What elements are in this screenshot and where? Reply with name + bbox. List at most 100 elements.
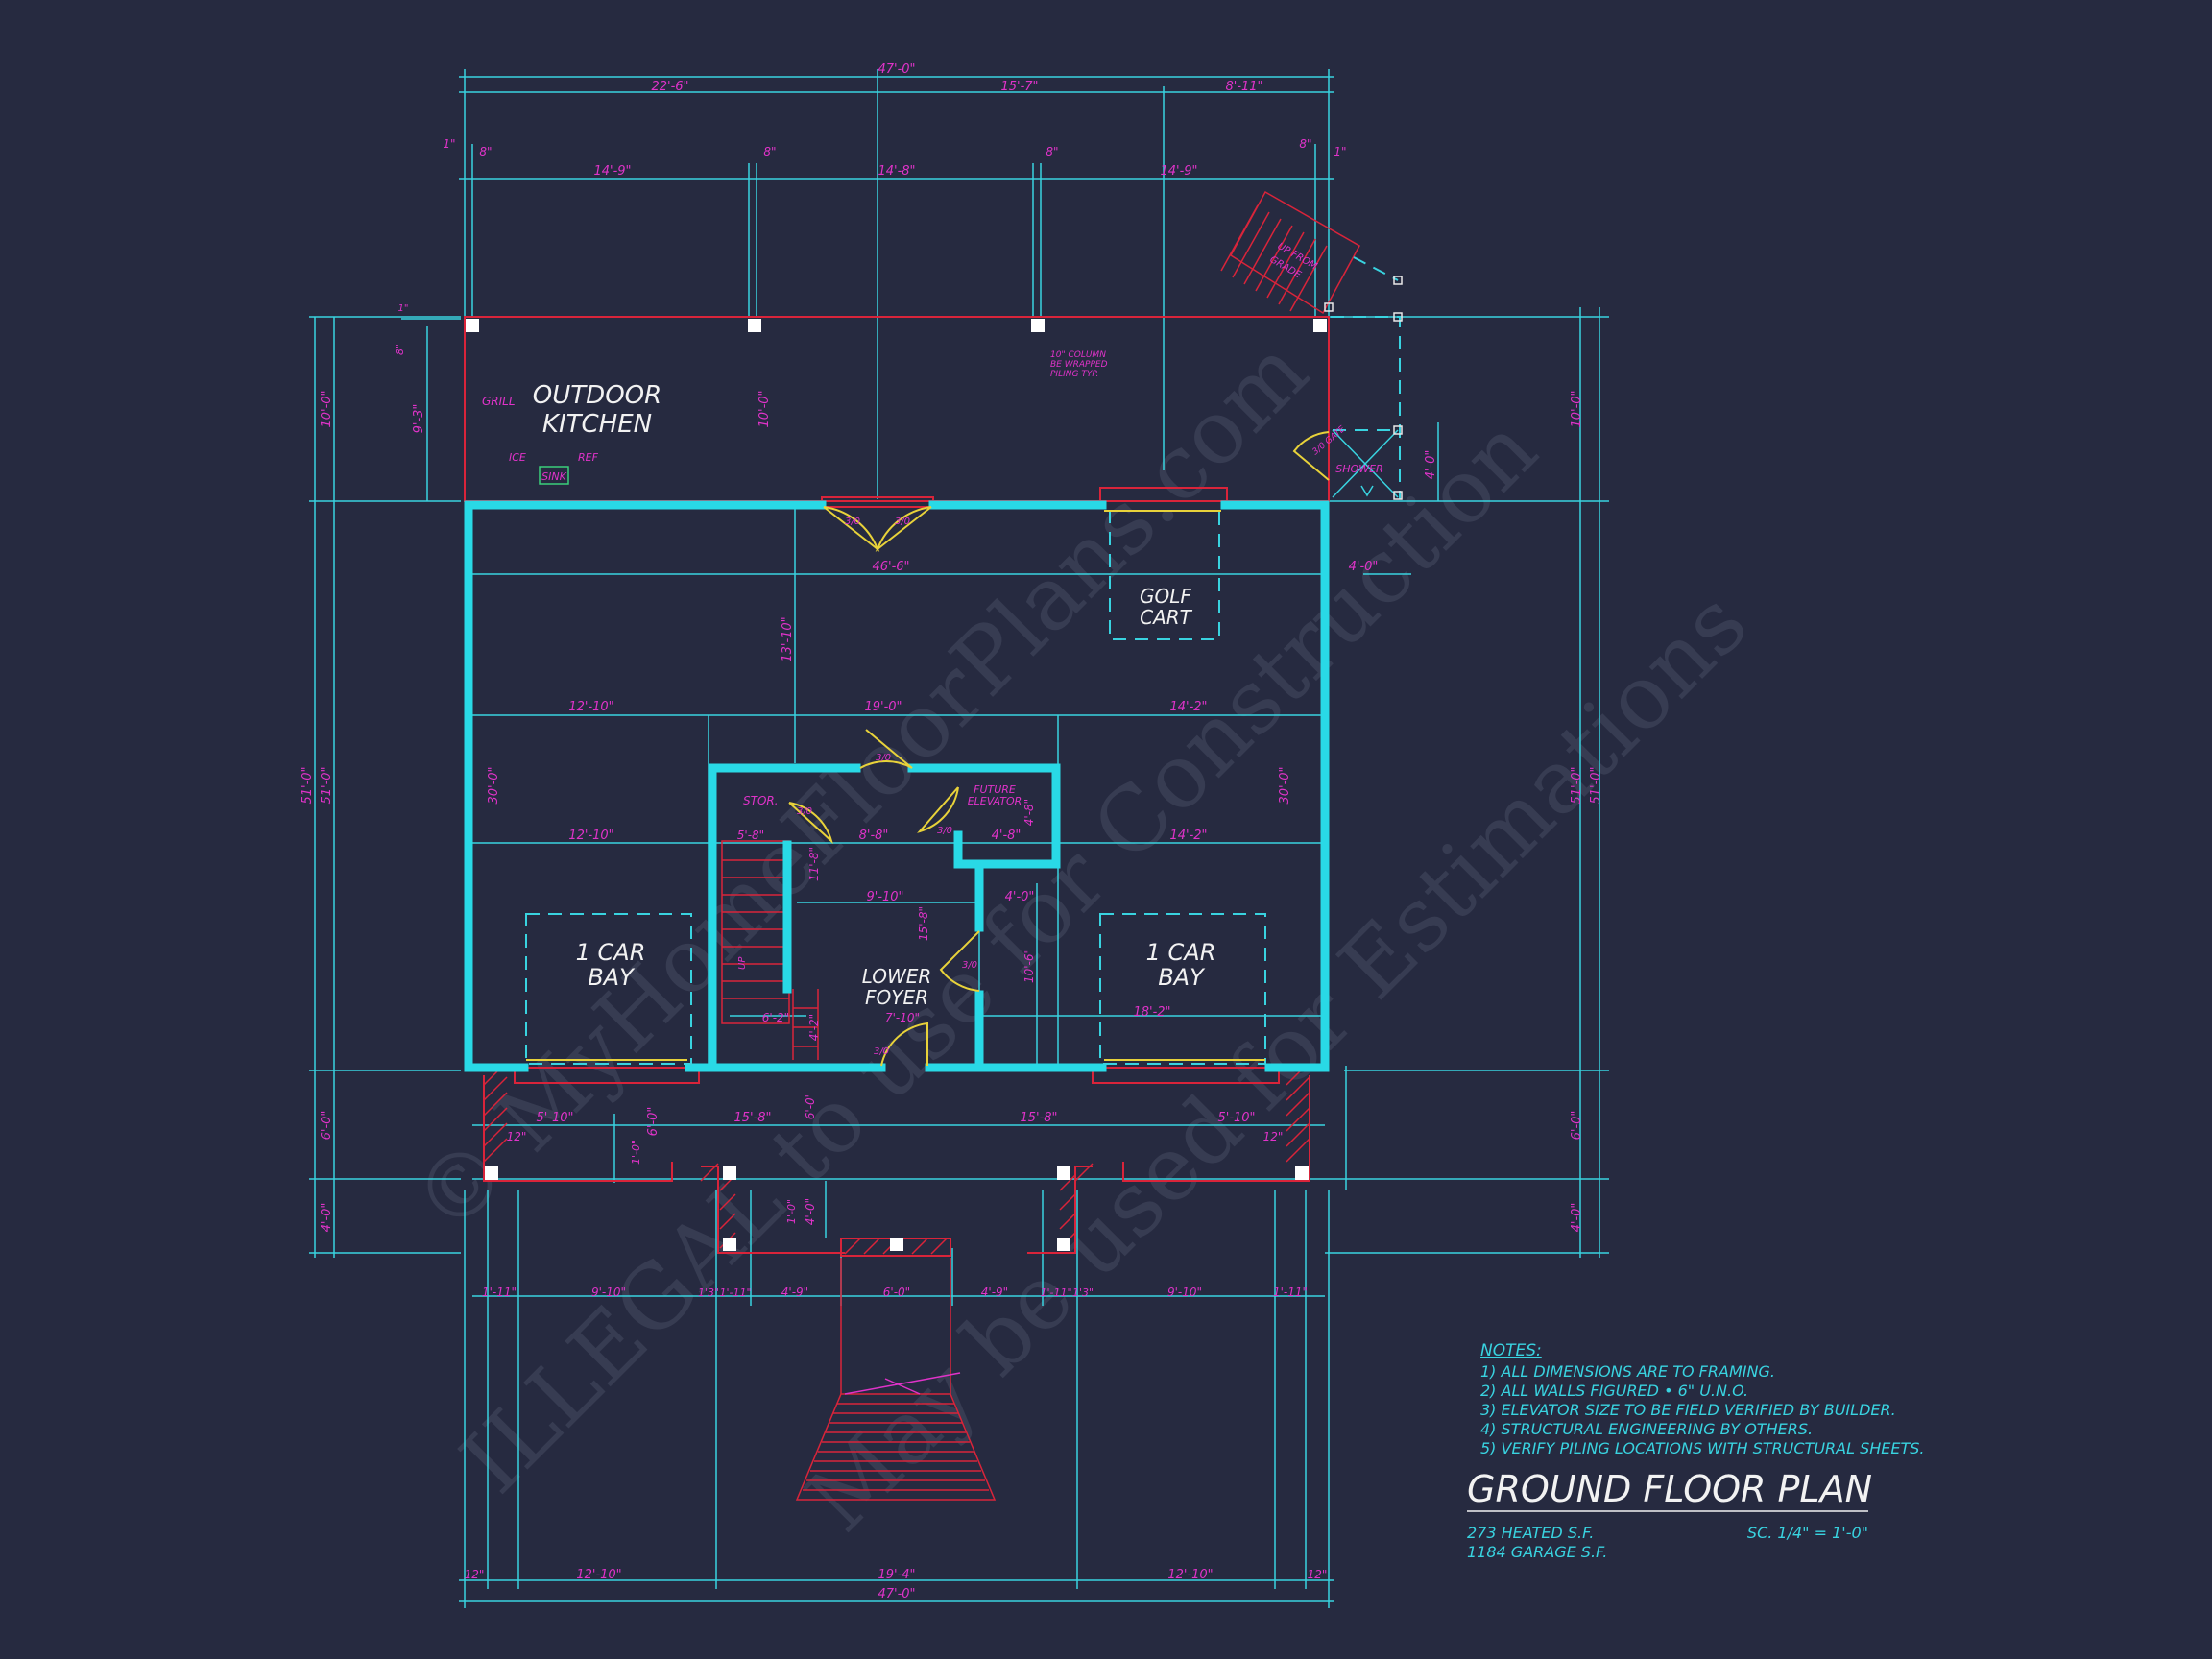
dim-overall-bottom: 47'-0" [878, 1587, 915, 1601]
dim-stair-width: 6'-2" [762, 1011, 789, 1024]
dim-one-inch-left: 1" [443, 137, 455, 151]
car-bay-left-label-1: 1 CAR [576, 939, 646, 966]
dim-shower-depth: 4'-0" [1424, 450, 1438, 480]
plan-scale: SC. 1/4" = 1'-0" [1747, 1524, 1868, 1542]
deck-structure [464, 316, 1330, 1257]
notes-heading: NOTES: [1480, 1341, 1542, 1360]
dim-top-3: 8'-11" [1225, 80, 1262, 94]
dim-kitchen-depth: 9'-3" [412, 404, 426, 434]
dim-bottom-10: 9'-10" [1167, 1286, 1202, 1299]
dim-twelve-right: 12" [1263, 1130, 1284, 1143]
dim-one-inch-right: 1" [1334, 145, 1346, 158]
dim-step-right: 4'-0" [1570, 1203, 1584, 1233]
ice-label: ICE [509, 451, 526, 464]
shower-fixture [1332, 429, 1399, 498]
lower-foyer-label-1: LOWER [862, 965, 932, 988]
dim-bottom-3: 1'3" [698, 1286, 719, 1299]
dim-door-1: 3/0 [876, 753, 891, 763]
dim-base-3: 19'-4" [878, 1568, 915, 1582]
dim-bottom-7: 4'-9" [981, 1286, 1008, 1299]
dim-col-w-2: 8" [763, 145, 776, 158]
dim-outdoor-right: 10'-0" [1570, 390, 1584, 427]
dim-eight-side: 8" [394, 344, 406, 355]
dim-outdoor-left: 10'-0" [320, 390, 334, 427]
dim-row2-4: 14'-2" [1169, 829, 1207, 843]
grade-stair [1220, 190, 1361, 315]
dim-total-left-1: 51'-0" [301, 766, 315, 804]
note-4: 4) STRUCTURAL ENGINEERING BY OTHERS. [1480, 1420, 1813, 1438]
walls [464, 500, 1330, 1072]
dim-row2-2: 8'-8" [859, 829, 889, 843]
dim-row1-3: 14'-2" [1169, 700, 1207, 714]
future-elevator-label-2: ELEVATOR [968, 795, 1022, 807]
golf-cart-label-1: GOLF [1140, 585, 1191, 608]
dim-bottom-2: 9'-10" [591, 1286, 626, 1299]
dim-bottom-5: 4'-9" [781, 1286, 808, 1299]
dim-row1-2: 19'-0" [864, 700, 902, 714]
dim-porch-row-2: 15'-8" [733, 1111, 771, 1125]
car-bay-right-label-2: BAY [1158, 964, 1206, 991]
dim-row1-1: 12'-10" [568, 700, 613, 714]
dim-col-w-4: 8" [1299, 137, 1311, 151]
outdoor-kitchen-label-1: OUTDOOR [533, 381, 661, 410]
golf-cart-label-2: CART [1140, 606, 1193, 629]
future-elevator-label-1: FUTURE [974, 783, 1016, 796]
dim-col-w-3: 8" [1046, 145, 1058, 158]
up-stair-label: UP [737, 956, 748, 970]
heated-area: 273 HEATED S.F. [1467, 1524, 1594, 1542]
dim-side-right: 30'-0" [1278, 766, 1292, 804]
dim-four-right: 4'-0" [1349, 560, 1379, 574]
dim-bottom-6: 6'-0" [883, 1286, 910, 1299]
dim-bottom-8: 1'-11" [1040, 1286, 1071, 1299]
dim-right-bay: 18'-2" [1133, 1005, 1170, 1020]
dim-foyer-small: 7'-10" [885, 1011, 920, 1024]
dim-base-2: 12'-10" [576, 1568, 621, 1582]
dim-one-foot-1: 1'-0" [630, 1140, 642, 1165]
dim-row2-3: 4'-8" [992, 829, 1022, 843]
dim-foyer-width: 9'-10" [866, 890, 903, 904]
stor-label: STOR. [743, 794, 779, 807]
dim-total-right-2: 51'-0" [1589, 766, 1603, 804]
dim-base-5: 12" [1308, 1568, 1328, 1581]
dim-col-3: 14'-9" [1160, 164, 1197, 179]
dimension-lines [309, 69, 1609, 1608]
dim-door-4: 3/0 [962, 960, 977, 971]
dim-col-1: 14'-9" [593, 164, 631, 179]
dim-porch-inner: 6'-0" [804, 1093, 817, 1119]
dim-bottom-11: 1'-11" [1273, 1286, 1308, 1299]
dim-porch-right: 6'-0" [1570, 1111, 1584, 1141]
ref-label: REF [578, 451, 599, 464]
doors [526, 431, 1330, 1067]
sink-label: SINK [541, 470, 566, 483]
dim-total-left-2: 51'-0" [320, 766, 334, 804]
shower-label: SHOWER [1335, 463, 1382, 475]
column-note-2: BE WRAPPED [1050, 360, 1108, 370]
room-labels: OUTDOOR KITCHEN GOLF CART 1 CAR BAY 1 CA… [533, 381, 1216, 1009]
gate-posts [1324, 276, 1403, 500]
dim-side-left: 30'-0" [487, 766, 501, 804]
outdoor-kitchen-label-2: KITCHEN [542, 410, 652, 439]
dim-hall-depth: 15'-8" [917, 906, 930, 941]
dim-door-double-1: 3/0 [845, 517, 860, 527]
dim-stor-height: 11'-8" [807, 847, 821, 881]
dim-stair-run: 4'-2" [807, 1014, 821, 1041]
dimension-text: 47'-0" 22'-6" 15'-7" 8'-11" 14'-9" 14'-8… [301, 62, 1603, 1601]
dim-interior-width: 46'-6" [872, 560, 909, 574]
dim-overall-top: 47'-0" [878, 62, 915, 77]
column-note-3: PILING TYP. [1050, 370, 1098, 379]
dim-porch-row-4: 5'-10" [1217, 1111, 1255, 1125]
notes-block: NOTES: 1) ALL DIMENSIONS ARE TO FRAMING.… [1480, 1341, 1925, 1457]
column-markers [466, 319, 1327, 1251]
break-line [884, 1378, 921, 1395]
dim-foyer-inner: 4'-0" [1005, 890, 1035, 904]
dim-base-4: 12'-10" [1167, 1568, 1213, 1582]
dim-step-inner: 4'-0" [804, 1198, 817, 1225]
dim-porch-row-3: 15'-8" [1020, 1111, 1057, 1125]
dim-bottom-4: 1'-11" [719, 1286, 751, 1299]
note-5: 5) VERIFY PILING LOCATIONS WITH STRUCTUR… [1480, 1439, 1925, 1457]
dim-door-3: 3/0 [937, 826, 952, 836]
dim-col-w-1: 8" [479, 145, 492, 158]
dim-closet-depth: 10'-6" [1022, 949, 1036, 983]
sink-box [539, 466, 569, 485]
